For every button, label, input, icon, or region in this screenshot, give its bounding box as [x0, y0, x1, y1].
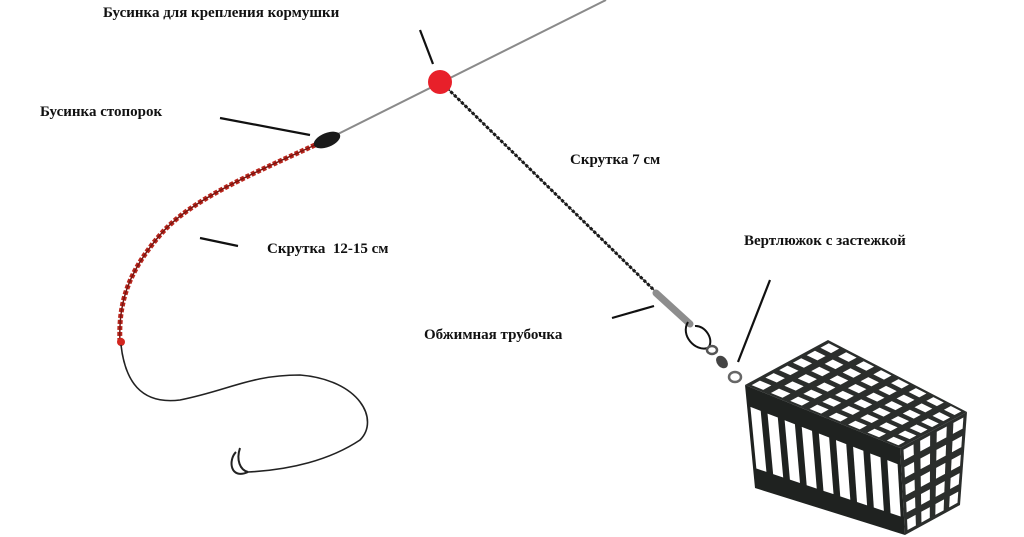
cage-hole: [809, 404, 829, 414]
cage-hole: [891, 379, 909, 389]
cage-hole: [904, 461, 915, 478]
cage-hole: [920, 435, 931, 452]
cage-hole: [870, 453, 884, 511]
cage-hole: [822, 397, 842, 407]
cage-hole: [751, 380, 772, 390]
cage-hole: [765, 373, 785, 383]
hook-icon: [230, 447, 249, 475]
cage-hole: [920, 489, 930, 505]
cage-hole: [936, 444, 947, 461]
cage-hole: [779, 365, 799, 376]
cage-hole: [860, 377, 879, 387]
cage-hole: [906, 497, 916, 513]
cage-hole: [903, 444, 914, 461]
cage-hole: [909, 424, 928, 434]
cage-hole: [921, 418, 939, 428]
pointer-lines: [199, 29, 772, 363]
cage-hole: [853, 446, 868, 506]
cage-hole: [935, 499, 945, 515]
stopper-bead: [313, 131, 341, 149]
cage-hole: [949, 491, 959, 508]
cage-hole: [872, 407, 891, 417]
cage-hole: [951, 454, 961, 471]
cage-hole: [818, 433, 834, 495]
feeder-top-face: [745, 340, 967, 448]
cage-hole: [873, 370, 892, 380]
cage-hole: [951, 436, 963, 453]
cage-hole: [790, 396, 810, 406]
cage-hole: [926, 397, 944, 407]
cage-hole: [887, 460, 901, 517]
cage-hole: [866, 392, 885, 402]
cage-hole: [835, 390, 854, 400]
main-line: [319, 0, 607, 144]
cage-hole: [770, 388, 791, 398]
cage-hole: [801, 426, 817, 489]
cage-hole: [932, 412, 951, 422]
label-twist-short: Скрутка 7 см: [570, 152, 661, 168]
cage-hole: [952, 417, 964, 434]
cage-hole: [879, 422, 898, 432]
label-feeder-bead: Бусинка для крепления кормушки: [103, 5, 340, 21]
cage-hole: [829, 375, 849, 385]
cage-hole: [935, 462, 946, 479]
hook-line: [120, 344, 369, 473]
short-twist-core: [446, 87, 661, 297]
cage-hole: [905, 479, 915, 496]
cage-hole: [750, 406, 767, 472]
cage-hole: [860, 414, 879, 423]
cage-hole: [806, 350, 826, 361]
cage-hole: [902, 409, 921, 419]
cage-hole: [908, 388, 927, 398]
cage-hole: [878, 385, 897, 396]
cage-hole: [943, 406, 962, 416]
cage-hole: [867, 428, 887, 438]
cage-hole: [853, 399, 873, 409]
cage-hole: [886, 436, 906, 446]
cage-hole: [784, 420, 800, 484]
label-twist-long: Скрутка 12-15 см: [267, 241, 389, 257]
feeder-cage: [745, 340, 967, 535]
cage-hole: [803, 389, 823, 399]
cage-hole: [767, 413, 784, 478]
cage-hole: [824, 359, 844, 370]
cage-hole: [898, 430, 917, 440]
swivel-icon: [705, 344, 743, 384]
leader-knot: [117, 338, 125, 346]
cage-hole: [835, 440, 851, 500]
cage-hole: [920, 471, 930, 487]
cage-hole: [841, 405, 861, 415]
label-swivel: Вертлюжок с застежкой: [744, 233, 906, 249]
long-twist-leader-core: [119, 144, 316, 343]
cage-hole: [820, 343, 840, 354]
cage-hole: [891, 416, 910, 425]
cage-hole: [914, 403, 933, 413]
cage-hole: [950, 473, 960, 489]
cage-hole: [920, 453, 931, 470]
label-crimp-tube: Обжимная трубочка: [424, 327, 563, 343]
cage-hole: [828, 412, 848, 422]
cage-hole: [848, 420, 867, 430]
cage-hole: [935, 481, 945, 497]
cage-hole: [797, 374, 817, 384]
cage-hole: [811, 366, 831, 377]
cage-hole: [921, 507, 930, 523]
cage-hole: [884, 401, 903, 411]
cage-hole: [842, 368, 862, 378]
cage-hole: [907, 514, 916, 531]
crimp-tube: [652, 289, 694, 328]
cage-hole: [936, 426, 947, 443]
cage-hole: [816, 382, 836, 392]
label-stopper-bead: Бусинка стопорок: [40, 104, 163, 120]
cage-hole: [784, 381, 804, 391]
cage-hole: [855, 361, 875, 371]
cage-hole: [896, 394, 915, 404]
cage-hole: [847, 383, 867, 394]
cage-hole: [792, 358, 813, 368]
feeder-bead: [428, 70, 452, 94]
cage-hole: [838, 352, 857, 362]
